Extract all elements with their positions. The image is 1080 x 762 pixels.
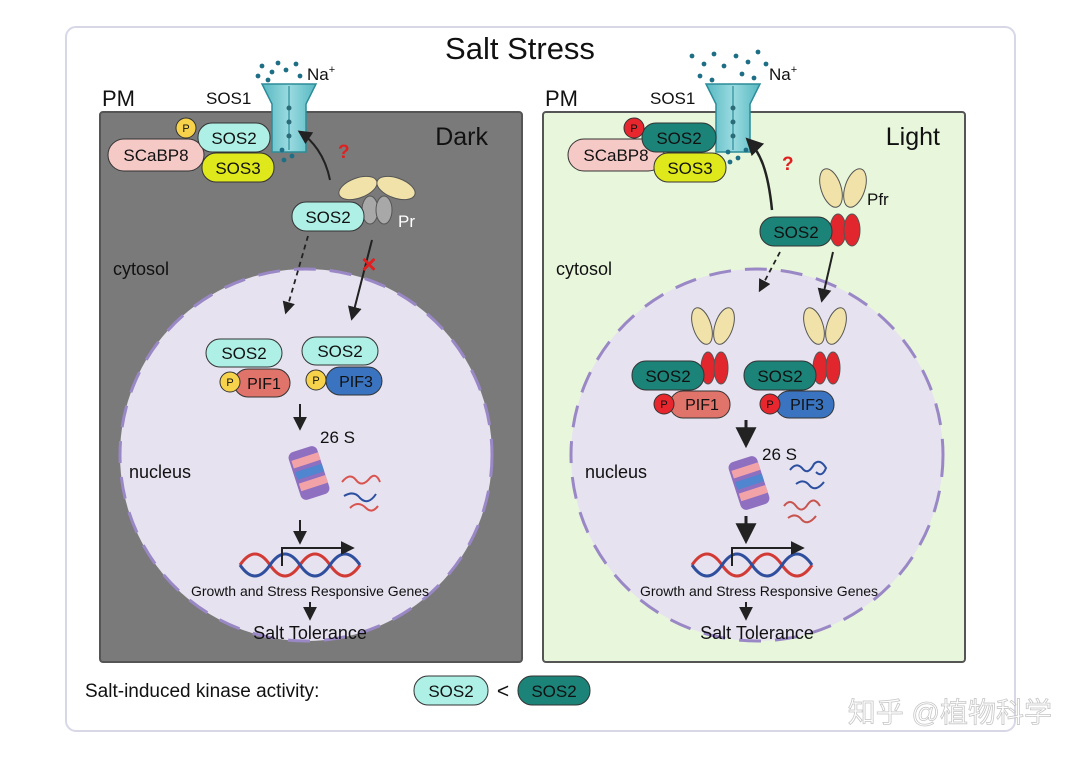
sos2-protein-active xyxy=(743,360,817,391)
pfr-label: Pfr xyxy=(867,190,889,209)
sos3-protein xyxy=(201,152,275,183)
legend-sos2-low-label: SOS2 xyxy=(428,682,473,701)
nucleus-label: nucleus xyxy=(585,462,647,482)
phosphate-icon xyxy=(175,117,197,139)
figure-title: Salt Stress xyxy=(445,31,595,66)
question-mark: ? xyxy=(338,142,350,163)
legend-label: Salt-induced kinase activity: xyxy=(85,681,319,702)
proteasome-label: 26 S xyxy=(320,428,355,447)
dark-panel: PM Dark SOS1 Na+ SCaBP8 SOS2 SOS3 P ? xyxy=(99,60,523,663)
sodium-label: Na+ xyxy=(307,64,335,84)
sodium-label: Na+ xyxy=(769,64,797,84)
sos2-label: SOS2 xyxy=(656,129,701,148)
activation-arrow-icon xyxy=(745,137,774,211)
sos2-protein-active xyxy=(759,216,833,247)
pif3-label: PIF3 xyxy=(790,397,824,414)
genes-label: Growth and Stress Responsive Genes xyxy=(191,583,429,599)
sos2-label: SOS2 xyxy=(211,129,256,148)
dna-icon xyxy=(238,552,362,578)
sos2-label: SOS2 xyxy=(221,344,266,363)
phosphate-icon xyxy=(305,369,327,391)
import-arrow-icon xyxy=(817,251,834,303)
sodium-ions-icon xyxy=(255,60,303,163)
phytochrome-pr-icon xyxy=(338,175,416,225)
dashed-arrow-icon xyxy=(282,235,309,315)
sos2-label: SOS2 xyxy=(757,367,802,386)
degraded-fragments-icon xyxy=(341,474,381,512)
phosphate-icon xyxy=(623,117,645,139)
phytochrome-pfr-icon xyxy=(691,307,735,385)
scabp8-label: SCaBP8 xyxy=(583,146,648,165)
legend-sos2-low xyxy=(413,675,489,706)
phosphate-icon xyxy=(653,393,675,415)
phosphate-label: P xyxy=(630,123,637,135)
scabp8-label: SCaBP8 xyxy=(123,146,188,165)
blocked-mark-icon: × xyxy=(361,249,376,279)
sos2-protein xyxy=(291,201,365,232)
sodium-ions-icon xyxy=(689,49,769,165)
sos2-label: SOS2 xyxy=(645,367,690,386)
dna-icon xyxy=(690,552,814,578)
phytochrome-pfr-icon xyxy=(819,168,867,247)
scabp8-protein xyxy=(107,138,205,172)
watermark: 知乎 @植物科学 xyxy=(848,697,1052,728)
cytosol-label: cytosol xyxy=(556,259,612,279)
pr-label: Pr xyxy=(398,212,415,231)
transcription-arrow-icon xyxy=(281,541,355,566)
phosphate-label: P xyxy=(312,375,319,387)
outcome-label: Salt Tolerance xyxy=(700,623,814,643)
genes-label: Growth and Stress Responsive Genes xyxy=(640,583,878,599)
sos2-protein-active xyxy=(631,360,705,391)
cytosol-label: cytosol xyxy=(113,259,169,279)
legend-sos2-high xyxy=(517,675,591,706)
pif3-label: PIF3 xyxy=(339,374,373,391)
degraded-fragments-icon xyxy=(783,460,828,524)
phosphate-label: P xyxy=(182,123,189,135)
phosphate-label: P xyxy=(660,399,667,411)
legend-sos2-high-label: SOS2 xyxy=(531,682,576,701)
light-panel: PM Light SOS1 Na+ SCaBP8 SOS2 SOS3 P ? xyxy=(542,49,966,663)
sos1-label: SOS1 xyxy=(206,89,251,108)
question-mark: ? xyxy=(782,154,794,175)
pif1-label: PIF1 xyxy=(247,376,281,393)
phosphate-label: P xyxy=(766,399,773,411)
sos2-protein-active xyxy=(641,122,717,153)
pif1-label: PIF1 xyxy=(685,397,719,414)
phosphate-icon xyxy=(759,393,781,415)
phosphate-label: P xyxy=(226,377,233,389)
blocked-arrow-icon xyxy=(348,239,373,321)
phosphate-icon xyxy=(219,371,241,393)
pm-label: PM xyxy=(102,86,135,111)
sos2-label: SOS2 xyxy=(305,208,350,227)
transcription-arrow-icon xyxy=(731,541,805,566)
legend-comparator: < xyxy=(497,680,509,703)
sos2-protein xyxy=(205,338,283,368)
outcome-label: Salt Tolerance xyxy=(253,623,367,643)
sos1-label: SOS1 xyxy=(650,89,695,108)
sos3-label: SOS3 xyxy=(215,159,260,178)
condition-label-light: Light xyxy=(886,123,940,151)
sos2-label: SOS2 xyxy=(773,223,818,242)
sos3-protein xyxy=(653,152,727,183)
phytochrome-pfr-icon xyxy=(803,307,847,385)
proteasome-label: 26 S xyxy=(762,445,797,464)
nucleus-label: nucleus xyxy=(129,462,191,482)
pm-label: PM xyxy=(545,86,578,111)
sos3-label: SOS3 xyxy=(667,159,712,178)
sos2-protein xyxy=(301,336,379,366)
proteasome-icon xyxy=(728,456,770,510)
dashed-arrow-icon xyxy=(758,251,781,293)
sos2-label: SOS2 xyxy=(317,342,362,361)
sos2-protein xyxy=(197,122,271,153)
legend: Salt-induced kinase activity: SOS2 < SOS… xyxy=(85,675,591,706)
proteasome-icon xyxy=(288,446,330,500)
activation-arrow-icon xyxy=(297,130,331,181)
condition-label-dark: Dark xyxy=(435,123,488,151)
